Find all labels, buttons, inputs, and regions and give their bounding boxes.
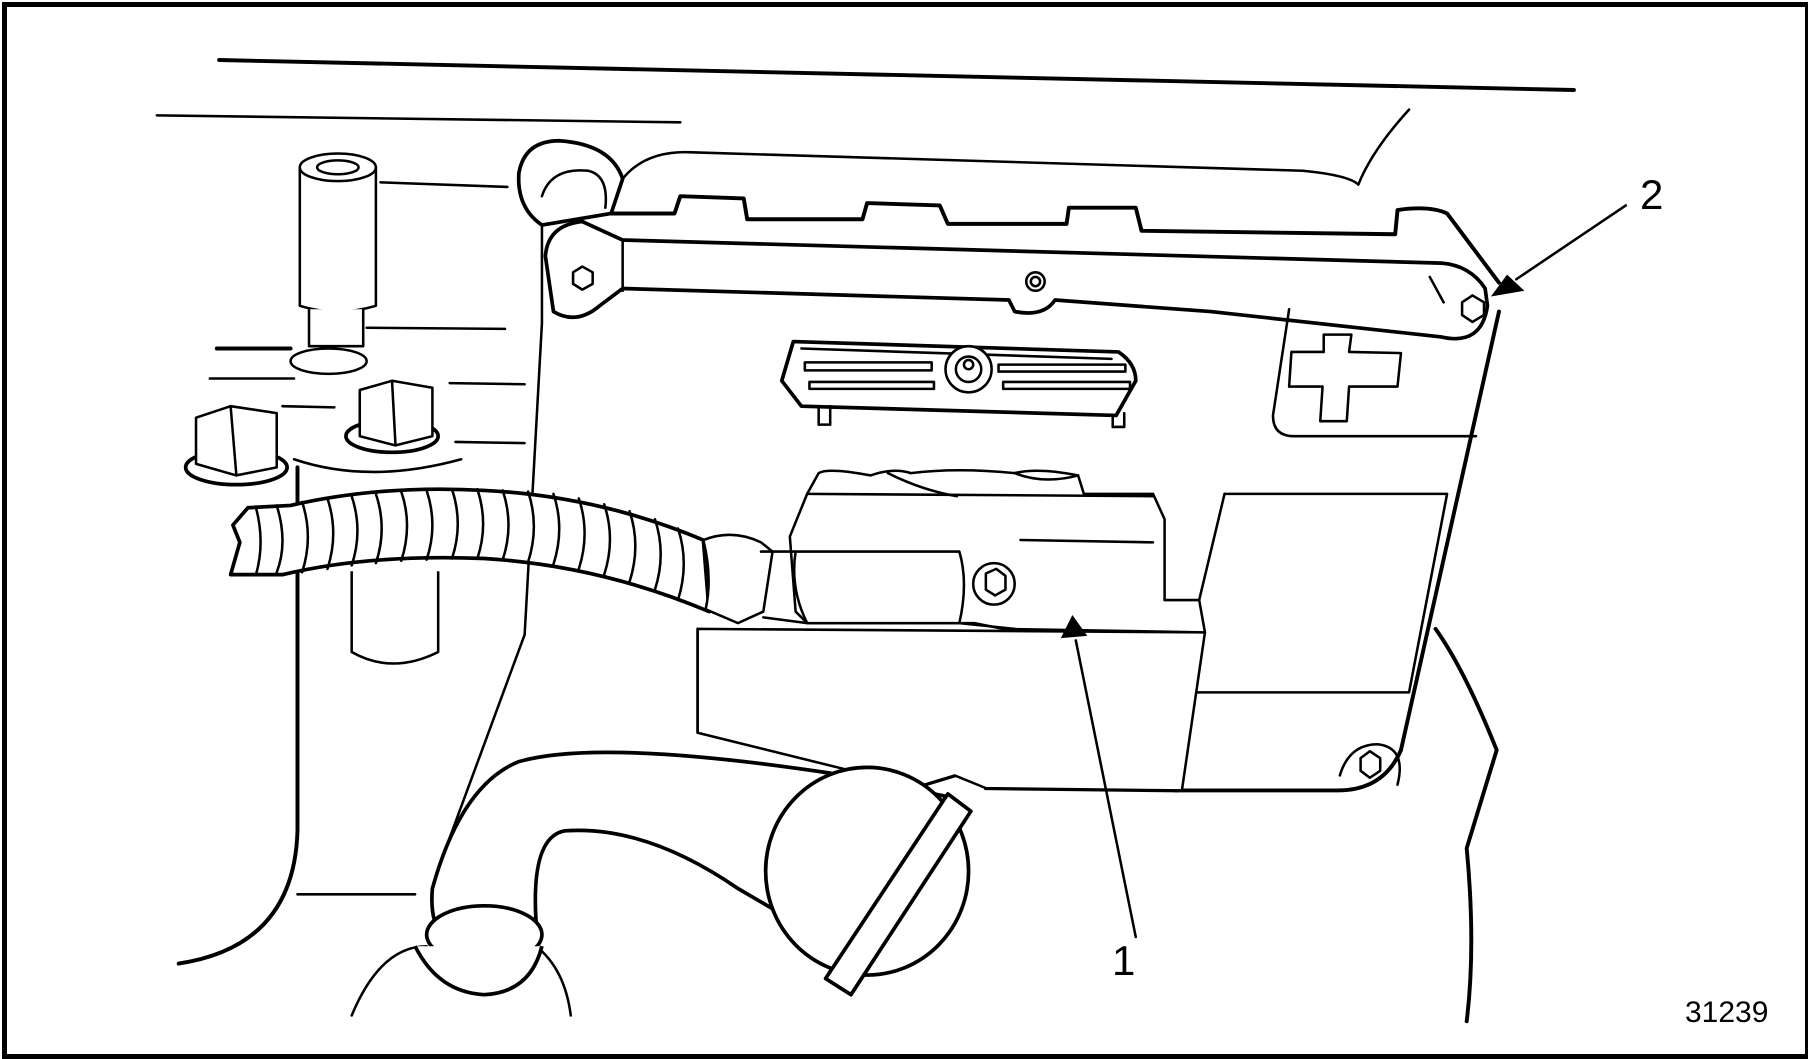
callout-2-leader <box>1490 204 1628 297</box>
callout-1-label: 1 <box>1112 937 1136 984</box>
figure-number: 31239 <box>1685 996 1769 1029</box>
ecm-housing <box>543 108 1501 793</box>
engine-block-right <box>1433 626 1499 1024</box>
hex-bolt-left <box>183 404 289 487</box>
ecm-cross-emblem <box>1271 307 1478 438</box>
harness-connector <box>788 468 1207 634</box>
engine-block-left <box>176 223 544 966</box>
bolt-boss-outline <box>292 457 463 474</box>
engine-outline-lines <box>155 58 1576 445</box>
upper-connector <box>779 339 1138 429</box>
ecm-front-panels <box>696 492 1449 792</box>
stud-sleeve <box>289 152 378 376</box>
hex-bolt-right <box>344 379 441 455</box>
callout-2-label: 2 <box>1640 171 1664 218</box>
coolant-pipe <box>350 750 973 1017</box>
corrugated-harness <box>228 487 809 625</box>
callout-1-leader <box>1060 615 1138 939</box>
lower-cylinder <box>350 571 440 665</box>
cover-ring <box>516 138 625 227</box>
